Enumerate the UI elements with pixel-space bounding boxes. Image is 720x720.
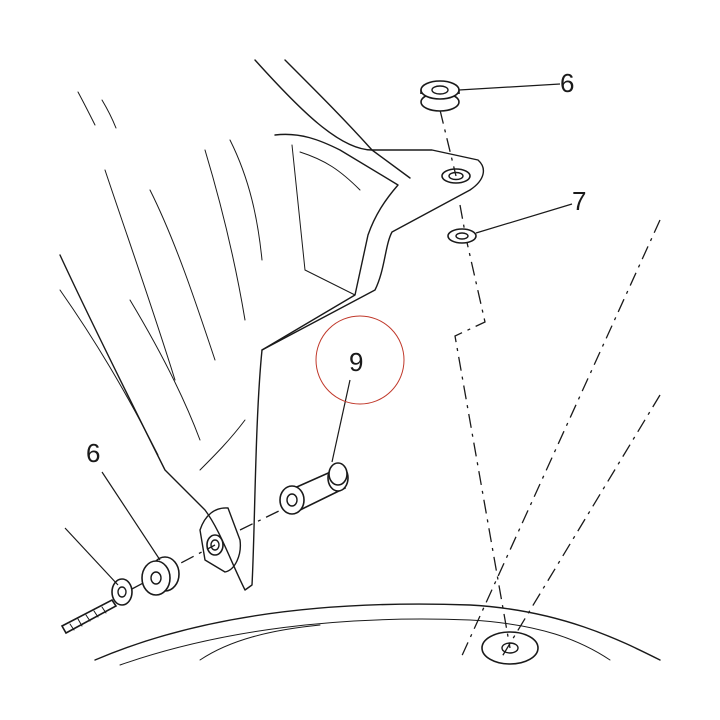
top-grommet[interactable] bbox=[420, 80, 460, 112]
spacer-bushing[interactable] bbox=[279, 462, 349, 515]
left-grommet[interactable] bbox=[141, 556, 180, 596]
callout-top-washer: 7 bbox=[572, 186, 586, 216]
left-washer[interactable] bbox=[111, 578, 133, 606]
highlight-circle bbox=[315, 315, 405, 405]
assembly-axes bbox=[129, 109, 661, 661]
callout-top-grommet: 6 bbox=[560, 68, 574, 98]
fairing-body bbox=[59, 59, 485, 591]
lower-mount-tab bbox=[199, 507, 242, 573]
callout-spacer: 9 bbox=[349, 347, 363, 377]
top-washer[interactable] bbox=[447, 228, 477, 244]
lower-panel bbox=[94, 603, 661, 666]
leader-lines bbox=[64, 83, 573, 586]
screw[interactable] bbox=[60, 598, 118, 635]
callout-left-grommet: 6 bbox=[86, 438, 100, 468]
